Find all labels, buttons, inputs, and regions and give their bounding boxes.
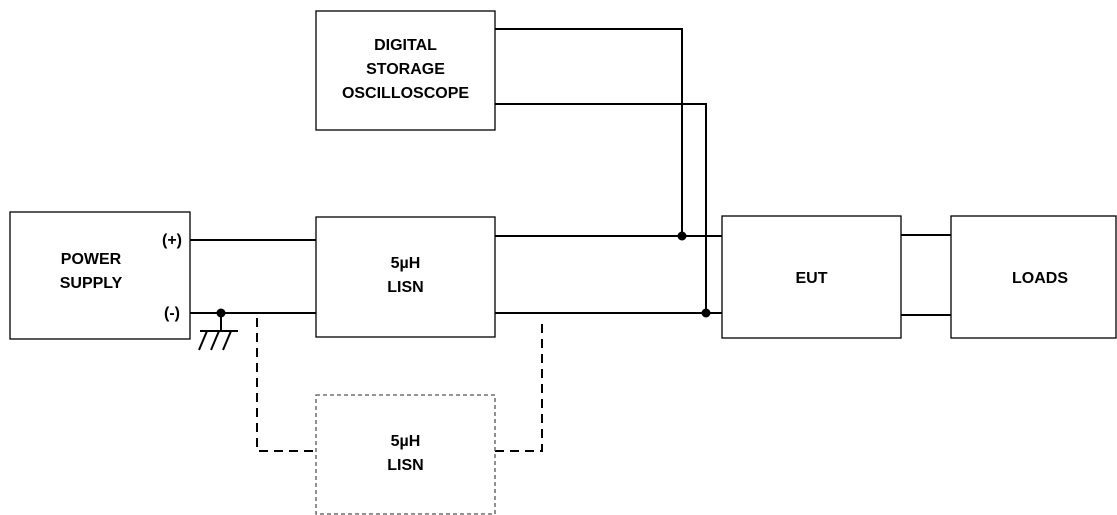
terminal-negative-label: (-) — [164, 305, 180, 322]
wire-scope-probe-1 — [495, 28, 683, 236]
junction-ground — [216, 308, 226, 318]
oscilloscope-block: DIGITAL STORAGE OSCILLOSCOPE — [315, 10, 496, 131]
oscilloscope-label-line-2: STORAGE — [366, 61, 445, 78]
wire-scope-probe-2 — [495, 103, 707, 313]
wiring — [190, 28, 951, 452]
loads-block: LOADS — [950, 215, 1117, 339]
lisn-main-label-line-1: 5µH — [391, 255, 421, 272]
eut-label: EUT — [796, 270, 828, 287]
power-supply-label-line-1: POWER — [61, 251, 122, 268]
oscilloscope-label-line-1: DIGITAL — [374, 37, 437, 54]
loads-label: LOADS — [1012, 270, 1068, 287]
lisn-optional-label-line-2: LISN — [387, 457, 423, 474]
power-supply-label-line-2: SUPPLY — [60, 275, 123, 292]
ground-icon — [198, 330, 238, 351]
junction-probe-1 — [677, 231, 687, 241]
power-supply-block: POWER SUPPLY (+) (-) — [9, 211, 191, 340]
lisn-optional-block: 5µH LISN — [315, 394, 496, 515]
lisn-main-label-line-2: LISN — [387, 279, 423, 296]
wire-optional-lisn-right — [495, 318, 543, 452]
wire-optional-lisn-left — [256, 318, 316, 452]
lisn-optional-label-line-1: 5µH — [391, 433, 421, 450]
terminal-positive-label: (+) — [162, 232, 182, 249]
lisn-main-block: 5µH LISN — [315, 216, 496, 338]
oscilloscope-label-line-3: OSCILLOSCOPE — [342, 85, 469, 102]
eut-block: EUT — [721, 215, 902, 339]
junction-probe-2 — [701, 308, 711, 318]
